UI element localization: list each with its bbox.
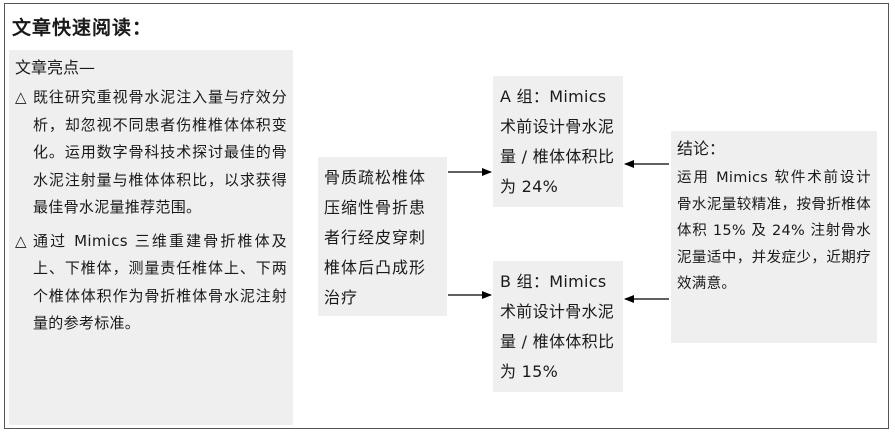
- highlights-panel: 文章亮点— △ 既往研究重视骨水泥注入量与疗效分析，却忽视不同患者伤椎椎体体积变…: [9, 50, 293, 425]
- group-b-box: B 组：Mimics 术前设计骨水泥量 / 椎体体积比为 15%: [493, 261, 623, 392]
- group-a-text: A 组：Mimics 术前设计骨水泥量 / 椎体体积比为 24%: [500, 87, 615, 196]
- subject-box: 骨质疏松椎体压缩性骨折患者行经皮穿刺椎体后凸成形治疗: [318, 157, 447, 316]
- highlights-heading: 文章亮点—: [15, 58, 96, 77]
- triangle-bullet-icon: △: [15, 231, 27, 250]
- highlight-text: 既往研究重视骨水泥注入量与疗效分析，却忽视不同患者伤椎椎体体积变化。运用数字骨科…: [33, 88, 287, 216]
- group-a-box: A 组：Mimics 术前设计骨水泥量 / 椎体体积比为 24%: [493, 76, 623, 207]
- outer-frame: [4, 3, 889, 429]
- subject-text: 骨质疏松椎体压缩性骨折患者行经皮穿刺椎体后凸成形治疗: [324, 168, 427, 307]
- highlight-item: △ 通过 Mimics 三维重建骨折椎体及上、下椎体，测量责任椎体上、下两个椎体…: [15, 228, 287, 338]
- conclusion-box: 结论： 运用 Mimics 软件术前设计骨水泥量较精准，按骨折椎体体积 15% …: [671, 131, 877, 343]
- highlight-item: △ 既往研究重视骨水泥注入量与疗效分析，却忽视不同患者伤椎椎体体积变化。运用数字…: [15, 84, 287, 222]
- highlight-text: 通过 Mimics 三维重建骨折椎体及上、下椎体，测量责任椎体上、下两个椎体体积…: [33, 231, 287, 333]
- conclusion-text: 运用 Mimics 软件术前设计骨水泥量较精准，按骨折椎体体积 15% 及 24…: [677, 170, 871, 292]
- group-b-text: B 组：Mimics 术前设计骨水泥量 / 椎体体积比为 15%: [500, 272, 615, 381]
- page-title: 文章快速阅读：: [12, 17, 153, 39]
- conclusion-heading: 结论：: [677, 139, 726, 158]
- triangle-bullet-icon: △: [15, 88, 27, 106]
